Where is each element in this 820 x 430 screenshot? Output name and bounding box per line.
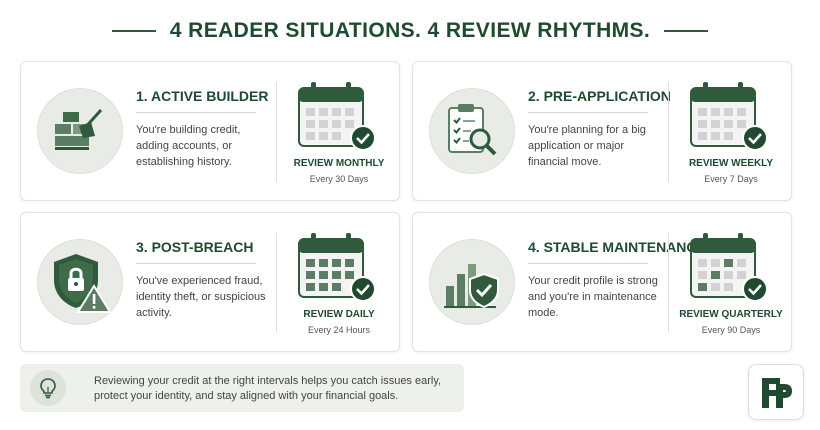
card-divider <box>668 233 669 333</box>
card-stable-maintenance: 4. STABLE MAINTENANCE Your credit profil… <box>412 212 792 352</box>
review-frequency: REVIEW DAILY <box>303 309 375 320</box>
card-title: 4. STABLE MAINTENANCE <box>528 239 706 255</box>
card-icon-wrap <box>37 88 123 174</box>
review-interval: Every 90 Days <box>701 325 761 335</box>
title-underline <box>136 263 256 264</box>
title-underline <box>528 112 648 113</box>
card-description: Your credit profile is strong and you're… <box>528 275 658 319</box>
lightbulb-icon <box>40 378 56 399</box>
card-description: You're building credit, adding accounts,… <box>136 124 241 168</box>
calendar-check-icon <box>298 233 376 302</box>
card-divider <box>668 82 669 182</box>
page-title: 4 READER SITUATIONS. 4 REVIEW RHYTHMS. <box>169 19 651 42</box>
card-title: 3. POST-BREACH <box>136 239 254 255</box>
calendar-block <box>689 231 773 310</box>
review-frequency: REVIEW WEEKLY <box>688 158 774 169</box>
card-post-breach: 3. POST-BREACH You've experienced fraud,… <box>20 212 400 352</box>
card-title: 1. ACTIVE BUILDER <box>136 88 269 104</box>
brand-logo <box>748 364 804 420</box>
title-underline <box>528 263 648 264</box>
calendar-check-icon <box>298 82 376 151</box>
review-interval: Every 7 Days <box>704 174 758 184</box>
review-interval: Every 24 Hours <box>307 325 371 335</box>
tip-text: Reviewing your credit at the right inter… <box>94 375 442 402</box>
tip-banner: Reviewing your credit at the right inter… <box>20 364 464 412</box>
calendar-block <box>689 80 773 159</box>
shield-lock-warning-icon <box>54 254 112 313</box>
card-divider <box>276 233 277 333</box>
card-divider <box>276 82 277 182</box>
bar-chart-shield-icon <box>444 264 499 309</box>
card-icon-wrap <box>429 88 515 174</box>
card-icon-wrap <box>37 239 123 325</box>
card-description: You've experienced fraud, identity theft… <box>136 275 266 319</box>
card-icon-wrap <box>429 239 515 325</box>
title-underline <box>136 112 256 113</box>
calendar-block <box>297 80 381 159</box>
tip-icon-wrap <box>30 370 66 406</box>
fp-logo-icon <box>762 378 792 408</box>
header: 4 READER SITUATIONS. 4 REVIEW RHYTHMS. <box>0 14 820 48</box>
calendar-block <box>297 231 381 310</box>
review-interval: Every 30 Days <box>309 174 369 184</box>
clipboard-magnifier-icon <box>448 104 497 156</box>
title-line-right <box>664 30 709 32</box>
card-active-builder: 1. ACTIVE BUILDER You're building credit… <box>20 61 400 201</box>
card-title: 2. PRE-APPLICATION <box>528 88 671 104</box>
review-frequency: REVIEW MONTHLY <box>293 158 385 169</box>
review-frequency: REVIEW QUARTERLY <box>679 309 783 320</box>
title-line-left <box>111 30 156 32</box>
card-pre-application: 2. PRE-APPLICATION You're planning for a… <box>412 61 792 201</box>
card-description: You're planning for a big application or… <box>528 124 646 168</box>
bricks-trowel-icon <box>55 108 103 150</box>
calendar-check-icon <box>690 82 768 151</box>
calendar-check-icon <box>690 233 768 302</box>
